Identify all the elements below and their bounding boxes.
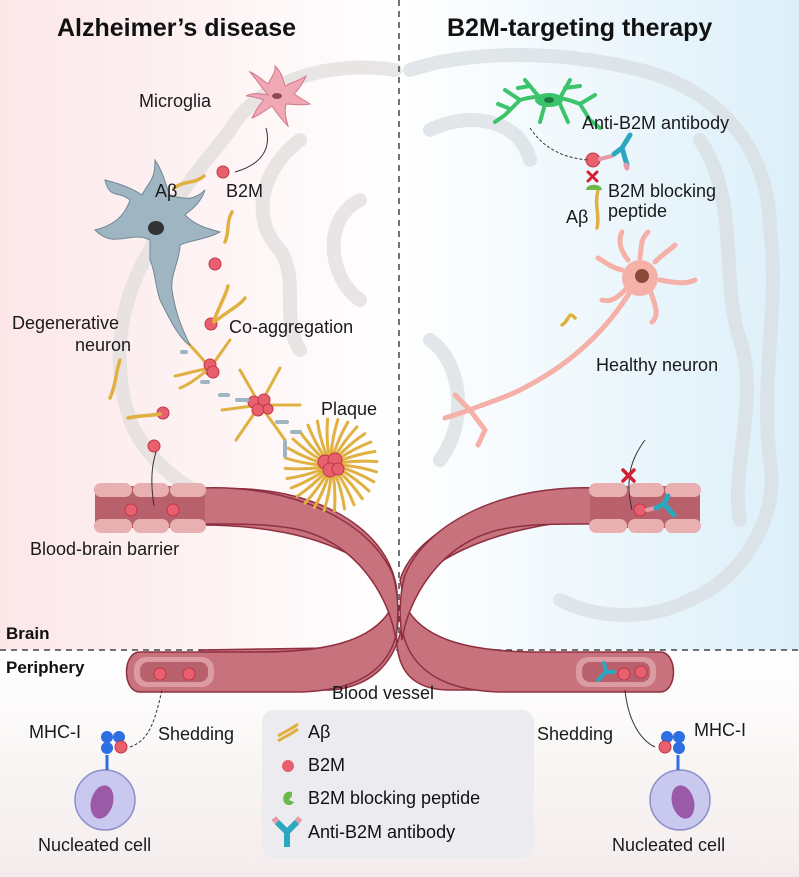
healthy-neuron (442, 229, 698, 448)
blood-brain-barrier-right (589, 483, 701, 533)
legend-label-b2m: B2M (308, 755, 346, 775)
label-shedding-left: Shedding (158, 724, 235, 744)
b2m-dot (166, 503, 180, 517)
b2m-dot (633, 503, 647, 517)
label-degenerative-neuron-1: Degenerative (12, 313, 120, 333)
label-mhc-right: MHC-I (694, 720, 746, 740)
shedding-arrow-right (624, 689, 656, 748)
plaque-fibril (289, 469, 325, 490)
blocking-peptide (586, 184, 602, 190)
b2m-dot (617, 667, 631, 681)
plaque-fibril (283, 465, 323, 471)
legend-label-antibody: Anti-B2M antibody (308, 822, 456, 842)
b2m-dot-icon (282, 760, 294, 772)
plaque-fibril (325, 417, 331, 457)
label-abeta-right: Aβ (566, 207, 589, 227)
blocking-peptide-icon (283, 791, 294, 805)
label-blood-vessel: Blood vessel (332, 683, 435, 703)
b2m-dot (124, 503, 138, 517)
region-periphery: Periphery (6, 658, 85, 677)
medium-aggregate (220, 366, 302, 442)
microglia-cell-treated (493, 78, 602, 130)
plaque-fibril (322, 473, 333, 512)
abeta-fibril (108, 358, 122, 400)
plaque-fibril (339, 463, 378, 474)
b2m-dot (208, 257, 222, 271)
antibody-icon (272, 816, 302, 847)
block-x-mark (621, 468, 636, 483)
plaque-fibril (333, 472, 347, 511)
right-panel-title: B2M-targeting therapy (447, 14, 713, 42)
label-blood-brain-barrier: Blood-brain barrier (30, 539, 180, 559)
plaque-core (317, 452, 345, 478)
plaque-fibril (303, 472, 329, 505)
brain-outline-right (403, 48, 780, 622)
legend-label-blocking-peptide: B2M blocking peptide (308, 788, 481, 808)
microglia-cell (245, 64, 312, 128)
antibody-in-vessel (645, 493, 677, 518)
plaque-fibril (295, 471, 327, 498)
label-co-aggregation: Co-aggregation (229, 317, 354, 337)
legend: Aβ B2M B2M blocking peptide Anti-B2M ant… (262, 710, 534, 858)
block-x-mark (586, 170, 599, 183)
neuron-debris (180, 350, 302, 458)
vessel-right-upper (399, 486, 599, 641)
label-plaque: Plaque (321, 399, 378, 419)
plaque-fibril (329, 418, 340, 457)
label-blocking-peptide-2: peptide (608, 201, 668, 221)
abeta-fibril (212, 296, 247, 324)
abeta-fibril-icon (277, 722, 299, 743)
plaque-fibril (285, 467, 324, 481)
nucleated-cell-right (649, 731, 711, 831)
shedding-arrow-left (129, 689, 163, 748)
nucleated-cell-left (74, 731, 136, 831)
plaque-fibril (312, 473, 331, 510)
label-abeta: Aβ (155, 181, 178, 201)
abeta-fibril (594, 188, 600, 230)
plaque-fibril (338, 449, 377, 463)
abeta-fibril (223, 210, 234, 244)
label-shedding-right: Shedding (537, 724, 614, 744)
vessel-left-upper (199, 486, 399, 641)
plaque-fibril (306, 423, 327, 459)
label-healthy-neuron: Healthy neuron (596, 355, 719, 375)
abeta-fibril (212, 284, 230, 322)
plaque-fibril (339, 459, 379, 465)
bbb-crossing-arrow (151, 451, 157, 507)
abeta-fibril (126, 412, 162, 420)
b2m-dot (585, 152, 601, 168)
legend-label-abeta: Aβ (308, 722, 331, 742)
secretion-arrow (234, 127, 268, 173)
abeta-fibril (172, 174, 206, 190)
label-degenerative-neuron-2: neuron (75, 335, 132, 355)
plaque-fibril (315, 419, 329, 458)
label-nucleated-cell-left: Nucleated cell (38, 835, 152, 855)
b2m-dot (634, 665, 648, 679)
label-nucleated-cell-right: Nucleated cell (612, 835, 726, 855)
label-mhc-left: MHC-I (29, 722, 81, 742)
antibody-in-periphery (596, 661, 616, 682)
blood-brain-barrier-left (94, 483, 206, 533)
b2m-dot (147, 439, 161, 453)
label-microglia: Microglia (139, 91, 212, 111)
left-panel-title: Alzheimer’s disease (57, 14, 297, 42)
plaque-fibril (331, 420, 350, 457)
plaque-fibril (284, 456, 323, 467)
label-anti-b2m-antibody: Anti-B2M antibody (582, 113, 730, 133)
label-b2m: B2M (226, 181, 264, 201)
b2m-dot (216, 165, 230, 179)
plaque-fibril (331, 473, 337, 513)
label-blocking-peptide-1: B2M blocking (608, 181, 717, 201)
b2m-dot (153, 667, 167, 681)
region-brain: Brain (6, 624, 50, 643)
abeta-fibril (560, 313, 577, 327)
degenerative-neuron (94, 158, 222, 347)
secretion-arrow-dashed (529, 127, 589, 161)
antibody-b2m-complex (598, 132, 633, 171)
b2m-dot (182, 667, 196, 681)
